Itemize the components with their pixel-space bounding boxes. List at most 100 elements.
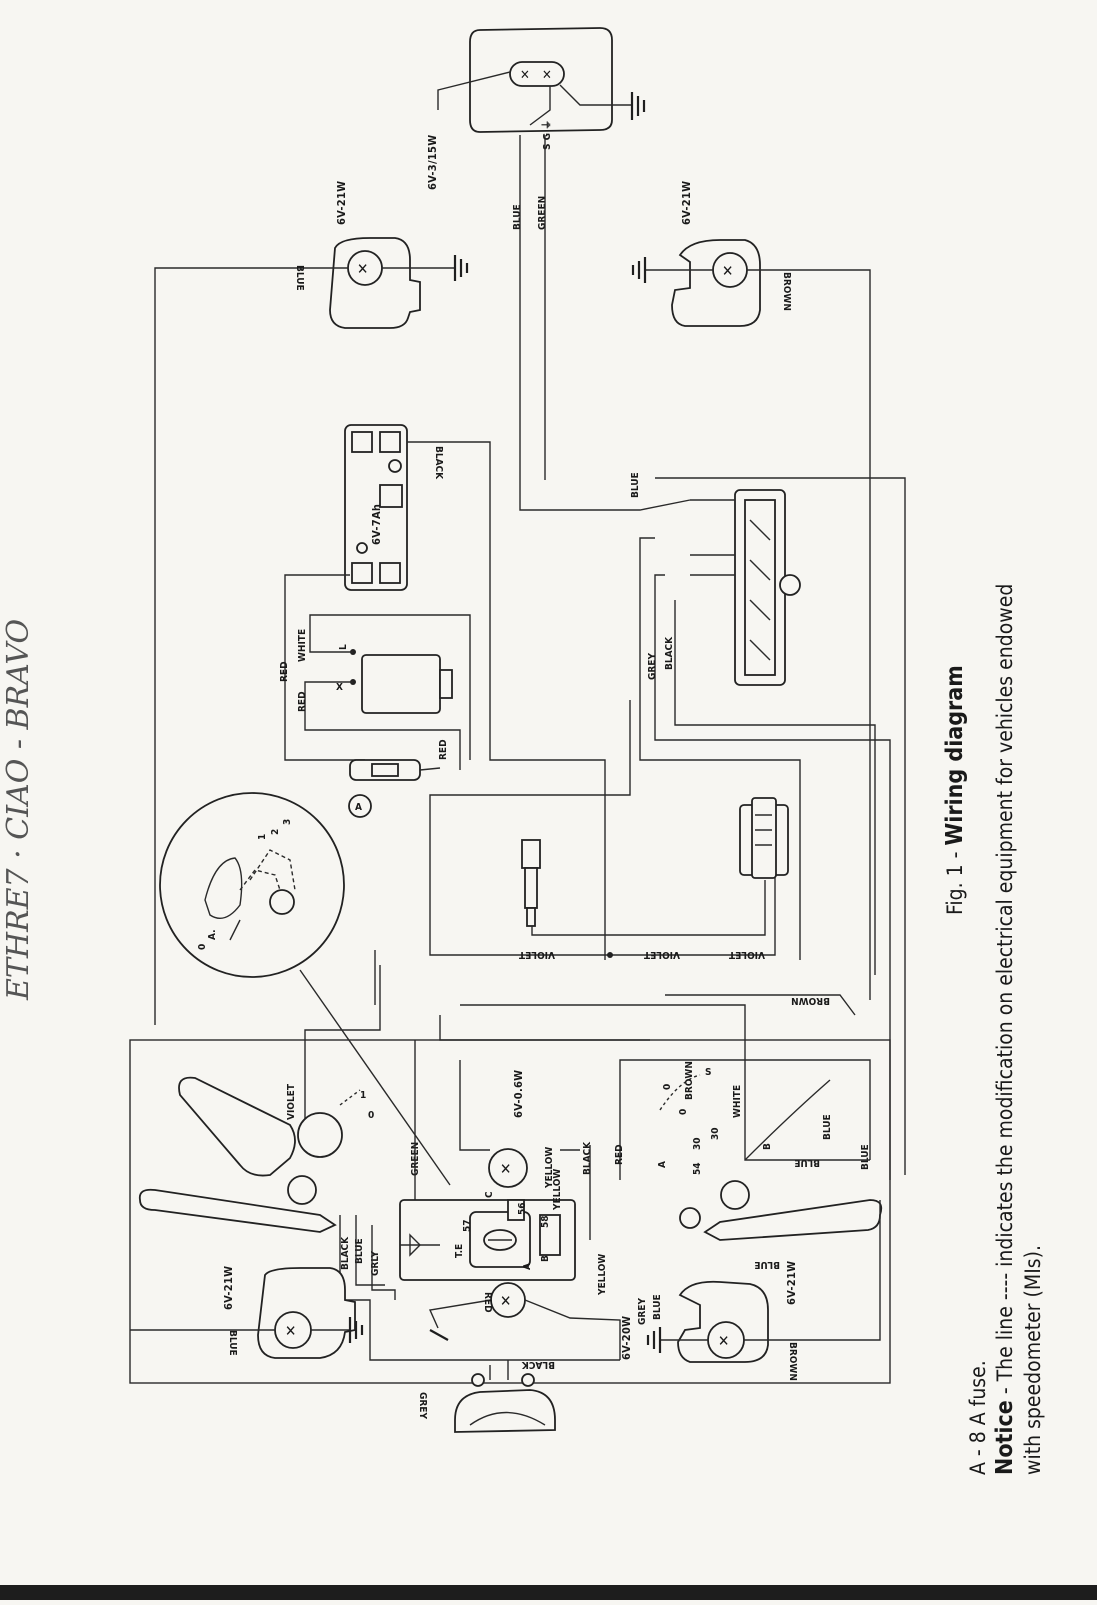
wire-label-violet-2: VIOLET bbox=[643, 949, 680, 960]
svg-text:B: B bbox=[762, 1143, 773, 1150]
spark-plug bbox=[521, 839, 766, 936]
harness-terminal-labels: 56 58 57 T.E A B C bbox=[454, 1191, 551, 1270]
wire-label-black-hb: BLACK bbox=[582, 1141, 593, 1175]
svg-text:2: 2 bbox=[270, 829, 281, 835]
wire-label-white-key: WHITE bbox=[732, 1085, 743, 1118]
wire-label-blue-front-left: BLUE bbox=[227, 1330, 238, 1356]
wire-label-brown-rear: BROWN bbox=[781, 272, 792, 311]
inset-labels: A. 0 1 2 3 bbox=[197, 819, 293, 950]
wire-label-grly: GRLY bbox=[370, 1251, 381, 1276]
wire-label-brown-key: BROWN bbox=[684, 1061, 695, 1100]
svg-text:30: 30 bbox=[710, 1127, 721, 1140]
notice-text: Notice - The line ---- indicates the mod… bbox=[992, 584, 1018, 1475]
tail-rating: 6V-20W bbox=[620, 1316, 633, 1360]
wire-label-grey-mag: GREY bbox=[647, 653, 658, 680]
wire-label-grey-speedo: GREY bbox=[417, 1392, 428, 1419]
wire-label-red-tail: RED bbox=[482, 1292, 493, 1313]
svg-text:✕: ✕ bbox=[520, 68, 530, 83]
wire-label-black-left: BLACK bbox=[340, 1236, 351, 1270]
turn-signal-front-left: ✕ bbox=[130, 1267, 364, 1359]
notice-continued: with speedometer (MIs). bbox=[1021, 1245, 1045, 1475]
wire-label-grey-tail: GREY bbox=[637, 1298, 648, 1325]
fuse-holder bbox=[348, 759, 441, 818]
battery bbox=[344, 424, 408, 591]
flywheel-magneto bbox=[734, 489, 801, 686]
relay-x: X bbox=[336, 682, 343, 693]
svg-text:56: 56 bbox=[517, 1202, 528, 1215]
svg-text:1: 1 bbox=[360, 1090, 366, 1101]
svg-text:30: 30 bbox=[692, 1137, 703, 1150]
turn-signal-front-right: ✕ bbox=[646, 1200, 881, 1363]
horn: ✕ bbox=[488, 1148, 528, 1188]
svg-text:1: 1 bbox=[257, 834, 268, 840]
front-right-turn-rating: 6V-21W bbox=[785, 1261, 798, 1305]
svg-text:3: 3 bbox=[282, 819, 293, 825]
wire-label-violet-3: VIOLET bbox=[728, 949, 765, 960]
wire-label-white: WHITE bbox=[297, 629, 308, 662]
svg-text:✕: ✕ bbox=[357, 260, 368, 278]
svg-text:0: 0 bbox=[197, 944, 208, 950]
wire-label-red-2: RED bbox=[297, 691, 308, 712]
key-switch-labels: S 0 30 30 54 B A 0 bbox=[657, 1067, 773, 1175]
wire-label-green: GREEN bbox=[537, 196, 548, 230]
svg-text:A.: A. bbox=[207, 929, 218, 940]
wire-label-blue-key3: BLUE bbox=[794, 1157, 820, 1168]
wire-label-black-bottom: BLACK bbox=[521, 1359, 555, 1370]
wire-label-blue-hb-right: BLUE bbox=[754, 1259, 780, 1270]
svg-text:T.E: T.E bbox=[454, 1244, 465, 1258]
svg-text:A: A bbox=[522, 1263, 533, 1270]
svg-text:✕: ✕ bbox=[542, 68, 552, 83]
wire-label-red-3: RED bbox=[438, 739, 449, 760]
svg-text:0: 0 bbox=[368, 1110, 374, 1121]
wire-label-red-1: RED bbox=[279, 661, 290, 682]
rear-right-turn-rating: 6V-21W bbox=[680, 181, 693, 225]
speedometer bbox=[454, 1360, 556, 1433]
svg-text:58: 58 bbox=[540, 1215, 551, 1228]
fuse-marker: A bbox=[355, 802, 362, 813]
figure-caption: Fig. 1 - Wiring diagram bbox=[942, 665, 968, 915]
svg-text:0: 0 bbox=[662, 1084, 673, 1090]
wire-label-blue-key: BLUE bbox=[822, 1114, 833, 1140]
svg-text:54: 54 bbox=[692, 1162, 703, 1175]
flasher-relay bbox=[350, 649, 453, 714]
headlamp-rating: 6V-3/15W bbox=[426, 135, 439, 190]
svg-text:C: C bbox=[484, 1191, 495, 1198]
wire-label-yellow-1: YELLOW bbox=[544, 1147, 555, 1189]
handwritten-note: ETHRE7 · CIAO - BRAVO bbox=[1, 619, 36, 1001]
headlamp: ✕ ✕ bbox=[437, 27, 646, 133]
rear-left-turn-rating: 6V-21W bbox=[335, 181, 348, 225]
svg-text:✕: ✕ bbox=[285, 1322, 296, 1340]
wire-label-brown-front-right: BROWN bbox=[787, 1342, 798, 1381]
wire-label-blue-tail: BLUE bbox=[652, 1294, 663, 1320]
horn-rating: 6V-0.6W bbox=[512, 1070, 525, 1118]
wire-label-black-mag: BLACK bbox=[664, 636, 675, 670]
battery-rating: 6V-7Ah bbox=[370, 504, 383, 545]
wire-label-blue-key2: BLUE bbox=[860, 1144, 871, 1170]
wire-label-blue: BLUE bbox=[512, 204, 523, 230]
wire-label-violet-1: VIOLET bbox=[518, 949, 555, 960]
wire-label-brown-mid: BROWN bbox=[791, 995, 830, 1006]
headlamp-terminals: S G ⏚ bbox=[541, 120, 553, 150]
fuse-note: A - 8 A fuse. bbox=[966, 1360, 990, 1475]
right-handlebar-controls bbox=[659, 1074, 883, 1241]
svg-text:✕: ✕ bbox=[500, 1292, 511, 1310]
switch-detail-inset bbox=[159, 792, 451, 1186]
svg-text:S: S bbox=[705, 1067, 711, 1078]
wire-label-violet-hb: VIOLET bbox=[286, 1083, 297, 1120]
ignition-coil bbox=[429, 700, 789, 956]
relay-l: L bbox=[338, 644, 349, 650]
svg-text:0: 0 bbox=[678, 1109, 689, 1115]
tail-lamp: ✕ bbox=[428, 1282, 621, 1360]
wire-label-red-hb: RED bbox=[614, 1144, 625, 1165]
svg-text:✕: ✕ bbox=[500, 1160, 511, 1178]
turn-signal-rear-left: ✕ bbox=[154, 237, 469, 1025]
wire-label-yellow-2: YELLOW bbox=[597, 1254, 608, 1296]
wire-label-black-battery: BLACK bbox=[433, 446, 444, 480]
front-left-turn-rating: 6V-21W bbox=[222, 1266, 235, 1310]
wire-label-blue-rear: BLUE bbox=[294, 265, 305, 291]
svg-text:B: B bbox=[540, 1255, 551, 1262]
svg-text:✕: ✕ bbox=[722, 262, 733, 280]
svg-text:✕: ✕ bbox=[718, 1332, 729, 1350]
